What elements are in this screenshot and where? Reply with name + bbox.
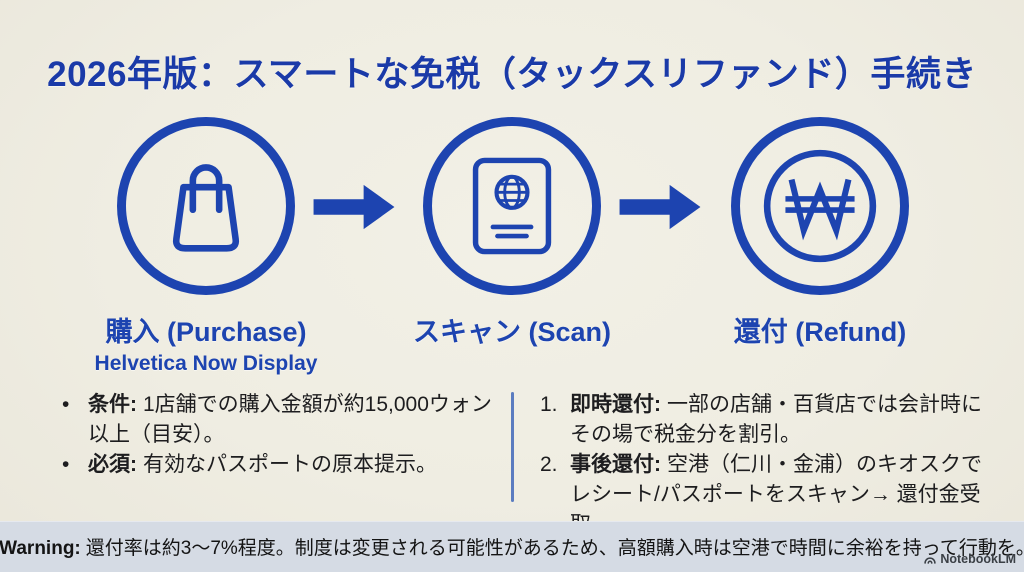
- note-label: 即時還付:: [570, 393, 661, 416]
- purchase-circle: [117, 117, 295, 295]
- list-item: 必須: 有効なパスポートの原本提示。: [62, 450, 506, 480]
- step-scan: スキャン (Scan): [362, 117, 662, 349]
- bullet-icon: [62, 450, 88, 480]
- column-divider: [511, 392, 514, 502]
- note-label: 必須:: [88, 453, 137, 476]
- note-text: 有効なパスポートの原本提示。: [143, 453, 437, 476]
- step-purchase-label: 購入 (Purchase): [105, 317, 307, 347]
- note-label: 条件:: [88, 393, 137, 416]
- list-number: 1.: [540, 393, 558, 416]
- arrow-right-icon: [619, 184, 701, 230]
- step-scan-label: スキャン (Scan): [412, 317, 612, 347]
- list-item: 1. 即時還付:一部の店舗・百貨店では会計時にその場で税金分を割引。: [540, 390, 1002, 450]
- refund-notes-list: 1. 即時還付:一部の店舗・百貨店では会計時にその場で税金分を割引。 2. 事後…: [540, 390, 1002, 540]
- note-label: 事後還付:: [570, 453, 661, 476]
- watermark: NotebookLM: [923, 552, 1016, 566]
- arrow-right-icon: [313, 184, 395, 230]
- step-refund-label: 還付 (Refund): [733, 317, 907, 347]
- list-item: 条件:1店舗での購入金額が約15,000ウォン以上（目安）。: [62, 390, 506, 450]
- notebooklm-logo-icon: [924, 556, 936, 564]
- won-currency-icon: [763, 149, 877, 263]
- page-title: 2026年版：スマートな免税（タックスリファンド）手続き: [47, 55, 977, 94]
- warning-text: Warning:還付率は約3〜7%程度。制度は変更される可能性があるため、高額購…: [0, 533, 1024, 560]
- warning-message: 還付率は約3〜7%程度。制度は変更される可能性があるため、高額購入時は空港で時間…: [85, 538, 1024, 559]
- bullet-icon: [62, 390, 88, 420]
- note-text: 一部の店舗・百貨店では会計時にその場で税金分を割引。: [570, 393, 982, 446]
- watermark-text: NotebookLM: [940, 552, 1016, 566]
- shopping-bag-icon: [172, 164, 240, 252]
- list-number: 2.: [540, 453, 558, 476]
- step-purchase: 購入 (Purchase) Helvetica Now Display: [56, 117, 356, 376]
- step-purchase-sublabel: Helvetica Now Display: [94, 352, 318, 375]
- warning-label: Warning:: [0, 538, 81, 559]
- purchase-notes-list: 条件:1店舗での購入金額が約15,000ウォン以上（目安）。 必須: 有効なパスポ…: [62, 390, 506, 480]
- note-text: 1店舗での購入金額が約15,000ウォン以上（目安）。: [88, 393, 492, 446]
- warning-bar: Warning:還付率は約3〜7%程度。制度は変更される可能性があるため、高額購…: [0, 521, 1024, 572]
- step-refund: 還付 (Refund): [670, 117, 970, 349]
- refund-circle: [731, 117, 909, 295]
- passport-icon: [472, 157, 552, 255]
- scan-circle: [423, 117, 601, 295]
